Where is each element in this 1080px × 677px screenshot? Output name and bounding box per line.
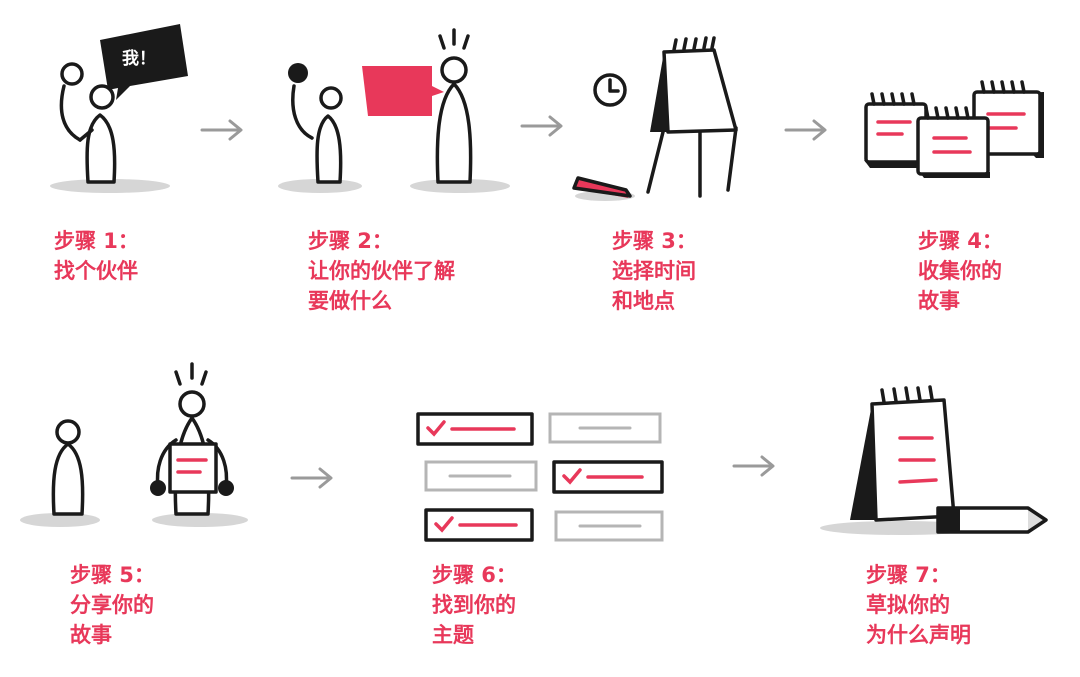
step-1-caption: 步骤 1： 找个伙伴 <box>54 226 139 286</box>
step-5-text-line1: 分享你的 <box>70 593 154 617</box>
step-7-text-line2: 为什么声明 <box>866 623 971 647</box>
step-7-caption: 步骤 7： 草拟你的 为什么声明 <box>866 560 971 650</box>
step-2-text-line2: 要做什么 <box>308 289 392 313</box>
step-6-caption: 步骤 6： 找到你的 主题 <box>432 560 517 650</box>
step-2-text-line1: 让你的伙伴了解 <box>308 259 455 283</box>
notepad-icon <box>864 92 928 168</box>
notepad-icon <box>916 106 990 178</box>
step-5-caption: 步骤 5： 分享你的 故事 <box>70 560 155 650</box>
step-2-label: 步骤 2： <box>308 229 393 253</box>
step-5-text-line2: 故事 <box>70 623 112 647</box>
step-7-label: 步骤 7： <box>866 563 951 587</box>
step2-illustration <box>278 28 510 193</box>
step-3-label: 步骤 3： <box>612 229 697 253</box>
arrow-right-icon <box>290 467 333 489</box>
flipchart-icon <box>646 36 738 198</box>
arrow-right-icon <box>520 115 563 137</box>
step-3-text-line2: 和地点 <box>612 289 675 313</box>
step6-illustration <box>416 412 664 542</box>
step-2-caption: 步骤 2： 让你的伙伴了解 要做什么 <box>308 226 455 316</box>
step-1-label: 步骤 1： <box>54 229 139 253</box>
step3-illustration <box>572 36 738 201</box>
speech-bubble-icon: 我！ <box>100 24 188 100</box>
step-4-text-line2: 故事 <box>918 289 960 313</box>
step-6-text-line2: 主题 <box>432 623 474 647</box>
step-6-label: 步骤 6： <box>432 563 517 587</box>
step4-illustration <box>864 80 1044 178</box>
step7-illustration <box>820 385 1048 535</box>
checklist-icon <box>416 412 664 542</box>
step-3-caption: 步骤 3： 选择时间 和地点 <box>612 226 697 316</box>
step-7-text-line1: 草拟你的 <box>866 593 950 617</box>
arrow-right-icon <box>200 119 243 141</box>
pen-icon <box>936 506 1048 534</box>
step-4-caption: 步骤 4： 收集你的 故事 <box>918 226 1003 316</box>
step5-illustration <box>20 362 248 527</box>
arrow-right-icon <box>784 119 827 141</box>
notepad-icon <box>850 385 956 522</box>
step-4-text-line1: 收集你的 <box>918 259 1002 283</box>
step-6-text-line1: 找到你的 <box>432 593 516 617</box>
bubble-text: 我！ <box>122 49 156 69</box>
marker-icon <box>572 176 635 201</box>
step1-illustration: 我！ <box>50 24 188 193</box>
step-5-label: 步骤 5： <box>70 563 155 587</box>
step-1-text: 找个伙伴 <box>54 259 138 283</box>
clock-icon <box>593 73 627 107</box>
notepad-icon <box>972 80 1044 158</box>
step-4-label: 步骤 4： <box>918 229 1003 253</box>
step-3-text-line1: 选择时间 <box>612 259 696 283</box>
arrow-right-icon <box>732 455 775 477</box>
